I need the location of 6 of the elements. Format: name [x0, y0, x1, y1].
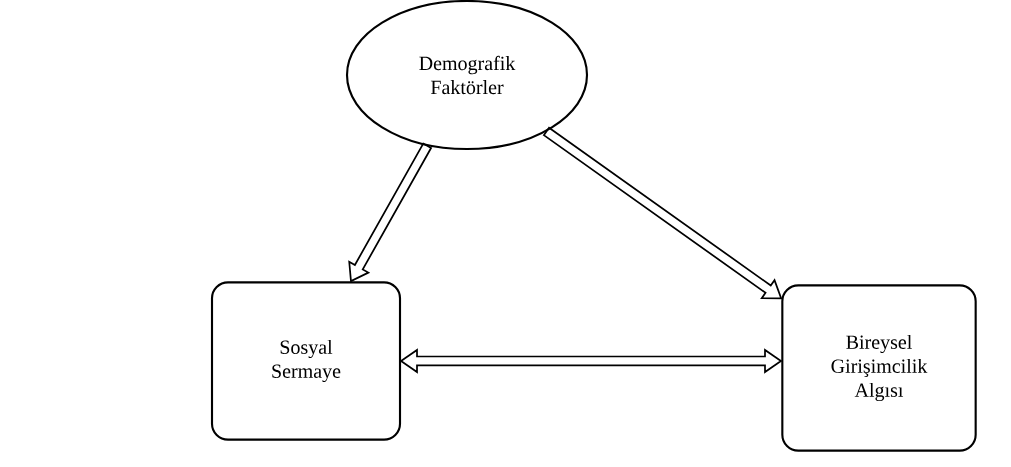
rounded-box: Bireysel Girişimcilik Algısı: [781, 284, 977, 452]
arrow: [399, 348, 783, 374]
arrow: [542, 126, 783, 300]
rounded-box: Sosyal Sermaye: [210, 281, 402, 441]
arrow: [348, 142, 433, 283]
ellipse-node: Demografik Faktörler: [345, 0, 589, 151]
